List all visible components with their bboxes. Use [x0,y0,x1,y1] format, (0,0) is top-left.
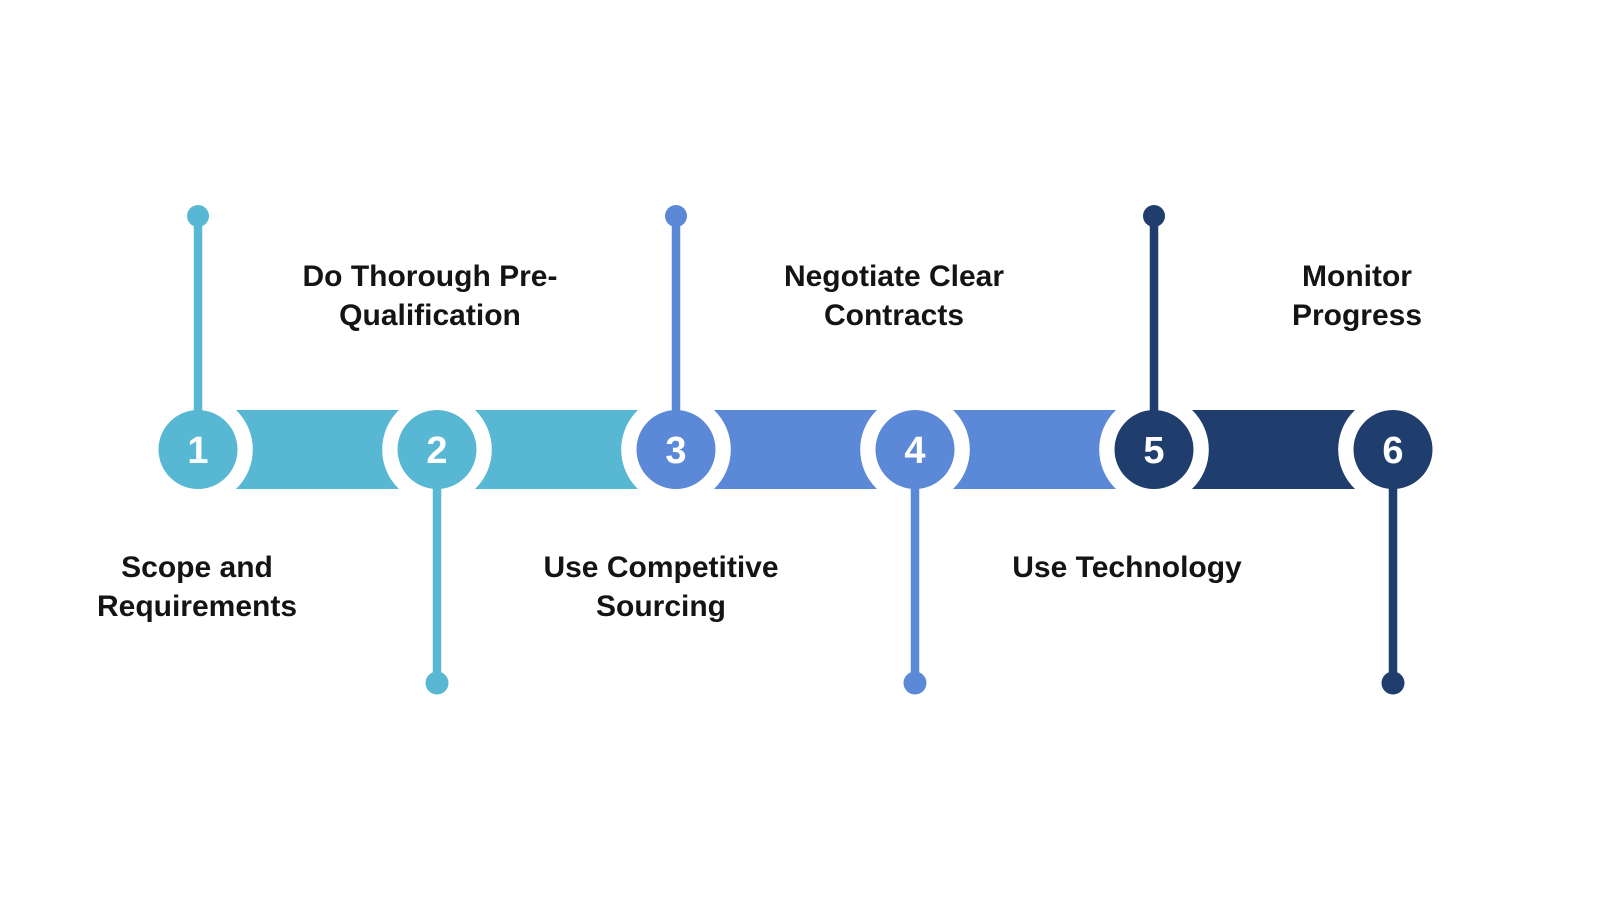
step-label-line: Progress [1291,299,1423,332]
step-label-do-thorough-pre-qualification: Do Thorough Pre- Qualification [210,257,650,335]
step-number: 2 [426,430,447,472]
step-label-negotiate-clear-contracts: Negotiate Clear Contracts [674,257,1114,335]
step-label-line: Requirements [96,590,298,623]
stem-endpoint-dot [187,205,209,227]
timeline-step-4: 4 [875,410,955,695]
step-label-line: Contracts [823,299,965,332]
step-number: 6 [1382,430,1403,472]
connector-band-4-5 [953,410,1116,489]
step-label-monitor-progress: Monitor Progress [1137,257,1577,335]
timeline-step-6: 6 [1353,410,1433,695]
step-stem [1149,216,1159,449]
step-stem [432,449,442,683]
step-label-use-competitive-sourcing: Use Competitive Sourcing [441,548,881,626]
step-circle [875,410,955,489]
step-circle [636,410,716,489]
timeline-step-2: 2 [397,410,477,695]
connector-band-1-2 [236,410,399,489]
step-circle [158,410,238,489]
step-circle [1353,410,1433,489]
step-number: 5 [1143,430,1164,472]
timeline-step-5: 5 [1114,205,1194,489]
step-circle [1114,410,1194,489]
stem-endpoint-dot [425,671,449,695]
timeline-band [236,410,1355,489]
stem-endpoint-dot [903,671,927,695]
step-stem [193,216,203,449]
step-label-line: Use Competitive [543,551,779,584]
timeline-step-1: 1 [158,205,238,489]
timeline-step-3: 3 [636,205,716,489]
connector-band-5-6 [1192,410,1355,489]
stem-endpoint-dot [665,205,687,227]
step-number: 4 [904,430,925,472]
connector-band-3-4 [714,410,877,489]
step-label-line: Sourcing [595,590,726,623]
step-label-line: Scope and [121,551,273,584]
step-number: 1 [187,430,208,472]
step-stem [910,449,920,683]
stem-endpoint-dot [1143,205,1165,227]
stem-endpoint-dot [1381,671,1405,695]
step-stem [1388,449,1398,683]
step-stem [671,216,681,449]
connector-band-2-3 [475,410,638,489]
step-label-line: Use Technology [1012,551,1242,584]
step-label-use-technology: Use Technology [907,548,1347,587]
step-label-line: Negotiate Clear [783,260,1005,293]
step-label-line: Qualification [339,299,521,332]
step-label-line: Monitor [1302,260,1412,293]
step-label-scope-and-requirements: Scope and Requirements [0,548,417,626]
step-number: 3 [665,430,686,472]
step-circle [397,410,477,489]
step-label-line: Do Thorough Pre- [302,260,558,293]
